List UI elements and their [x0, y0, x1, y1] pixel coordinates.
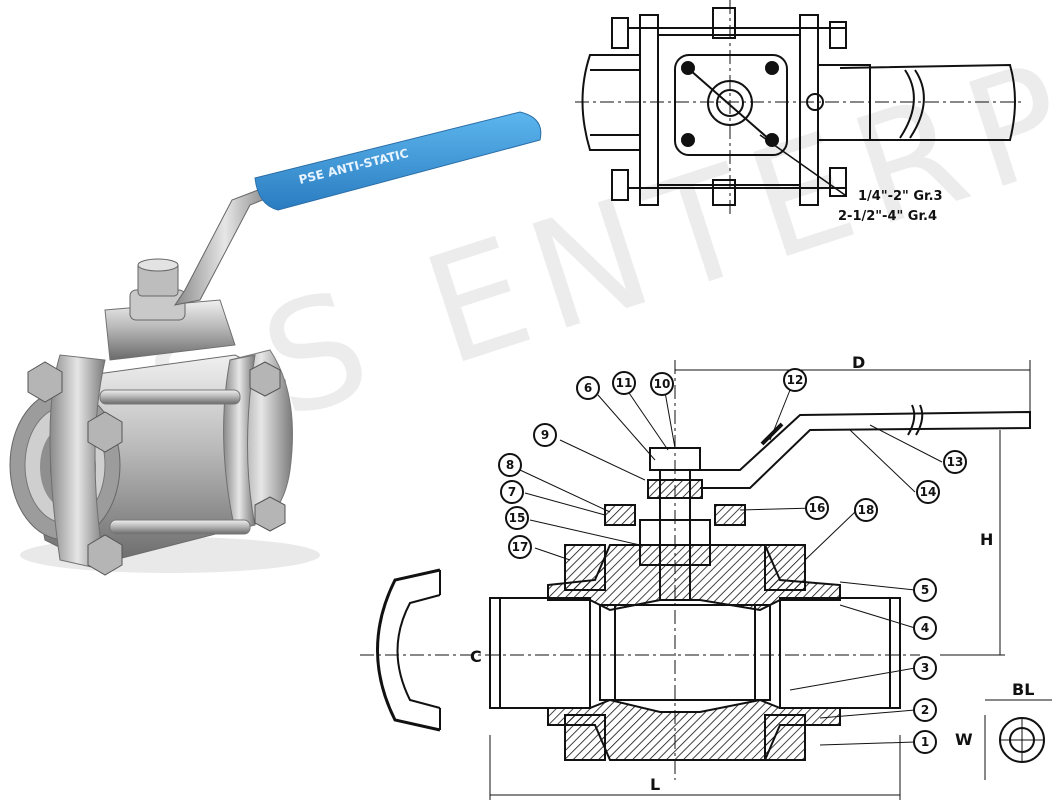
dim-h-label: H	[980, 530, 993, 549]
svg-text:15: 15	[509, 511, 526, 525]
callout-13: 13	[943, 450, 967, 474]
svg-text:7: 7	[508, 485, 516, 499]
top-view-note-1: 1/4"-2" Gr.3	[858, 189, 943, 204]
svg-text:1: 1	[921, 735, 929, 749]
svg-text:11: 11	[616, 376, 633, 390]
dim-bl-label: BL	[1012, 680, 1034, 699]
top-view-drawing	[575, 0, 1025, 215]
section-view-drawing	[360, 360, 1052, 800]
dim-c-label: C	[470, 647, 482, 666]
svg-text:3: 3	[921, 661, 929, 675]
callout-9: 9	[533, 423, 557, 447]
valve-handle: PSE ANTI-STATIC	[254, 111, 542, 211]
callout-2: 2	[913, 698, 937, 722]
callout-4: 4	[913, 616, 937, 640]
valve-photo: PSE ANTI-STATIC	[9, 111, 542, 576]
svg-text:13: 13	[947, 455, 964, 469]
callout-14: 14	[916, 480, 940, 504]
callout-10: 10	[650, 372, 674, 396]
callout-bubbles: 6 11 10 9 8 7 15 17 12 13 14 16 18 5 4 3…	[498, 368, 967, 754]
callout-5: 5	[913, 578, 937, 602]
callout-6: 6	[576, 376, 600, 400]
callout-1: 1	[913, 730, 937, 754]
svg-text:16: 16	[809, 501, 826, 515]
dim-w-label: W	[955, 730, 973, 749]
callout-7: 7	[500, 480, 524, 504]
svg-text:5: 5	[921, 583, 929, 597]
top-view-note-2: 2-1/2"-4" Gr.4	[838, 209, 937, 224]
dim-l-label: L	[650, 775, 660, 794]
svg-text:4: 4	[921, 621, 929, 635]
svg-text:18: 18	[858, 503, 875, 517]
svg-text:17: 17	[512, 540, 529, 554]
callout-15: 15	[505, 506, 529, 530]
callout-17: 17	[508, 535, 532, 559]
dimension-labels: D H L C W BL	[470, 353, 1034, 794]
svg-text:2: 2	[921, 703, 929, 717]
callout-16: 16	[805, 496, 829, 520]
callout-18: 18	[854, 498, 878, 522]
callout-11: 11	[612, 371, 636, 395]
callout-12: 12	[783, 368, 807, 392]
svg-text:14: 14	[920, 485, 937, 499]
callout-3: 3	[913, 656, 937, 680]
dim-d-label: D	[852, 353, 865, 372]
svg-text:6: 6	[584, 381, 592, 395]
callout-8: 8	[498, 453, 522, 477]
svg-text:10: 10	[654, 377, 671, 391]
svg-text:12: 12	[787, 373, 804, 387]
svg-text:8: 8	[506, 458, 514, 472]
svg-text:9: 9	[541, 428, 549, 442]
